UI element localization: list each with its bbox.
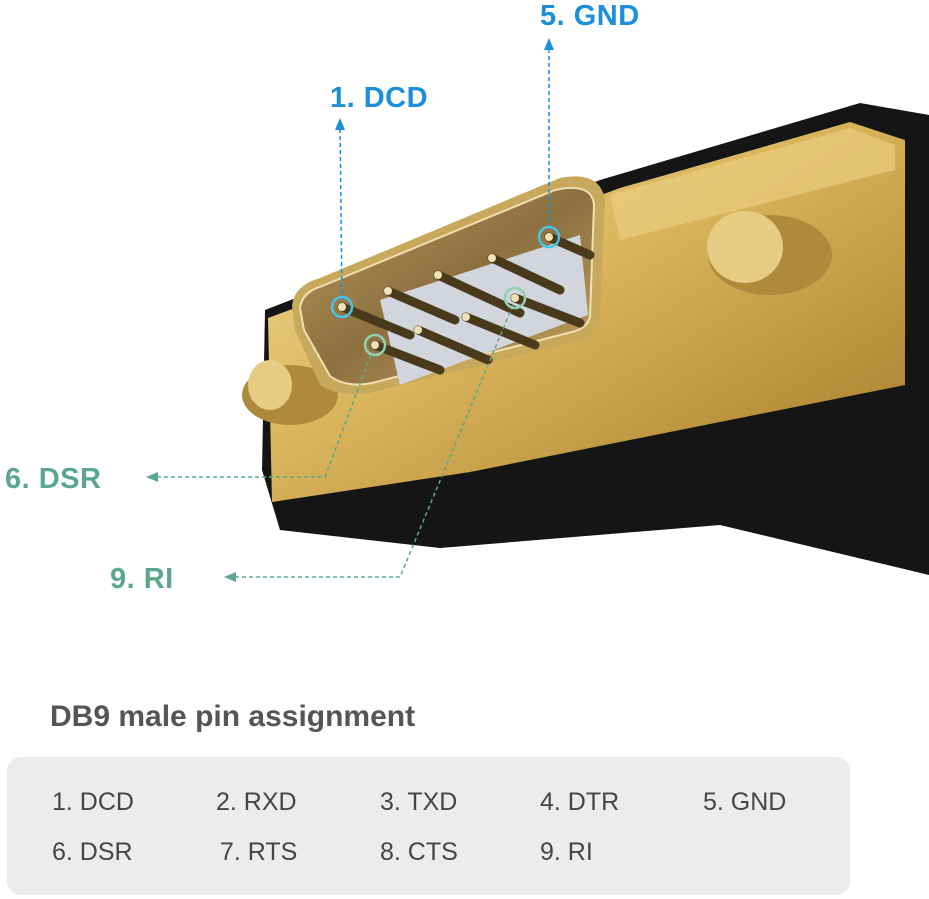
- pin-assignment-title: DB9 male pin assignment: [50, 700, 416, 733]
- callout-gnd: 5. GND: [540, 0, 640, 32]
- pin-item: 8. CTS: [380, 838, 458, 866]
- arrow-left-icon: [224, 572, 236, 582]
- callout-ri: 9. RI: [110, 563, 174, 595]
- pin-item: 4. DTR: [540, 788, 620, 816]
- callout-dcd: 1. DCD: [330, 82, 429, 114]
- pin-item: 1. DCD: [52, 788, 134, 816]
- pin-highlights: [330, 225, 561, 357]
- pin-item: 3. TXD: [380, 788, 458, 816]
- pin-item: 5. GND: [703, 788, 787, 816]
- arrow-left-icon: [146, 472, 158, 482]
- pins: [337, 232, 595, 375]
- arrowheads: [146, 38, 554, 582]
- pin-item: 2. RXD: [216, 788, 297, 816]
- pin-assignment-table: [7, 757, 850, 895]
- pin-tips: [338, 233, 553, 349]
- arrow-up-icon: [335, 118, 345, 130]
- pin-item: 7. RTS: [220, 838, 298, 866]
- pin-item: 6. DSR: [52, 838, 133, 866]
- callout-dsr: 6. DSR: [5, 463, 102, 495]
- pin-item: 9. RI: [540, 838, 593, 866]
- screw-right: [707, 211, 832, 295]
- screw-left: [242, 360, 338, 425]
- callout-lines: [150, 42, 550, 578]
- arrow-up-icon: [544, 38, 554, 50]
